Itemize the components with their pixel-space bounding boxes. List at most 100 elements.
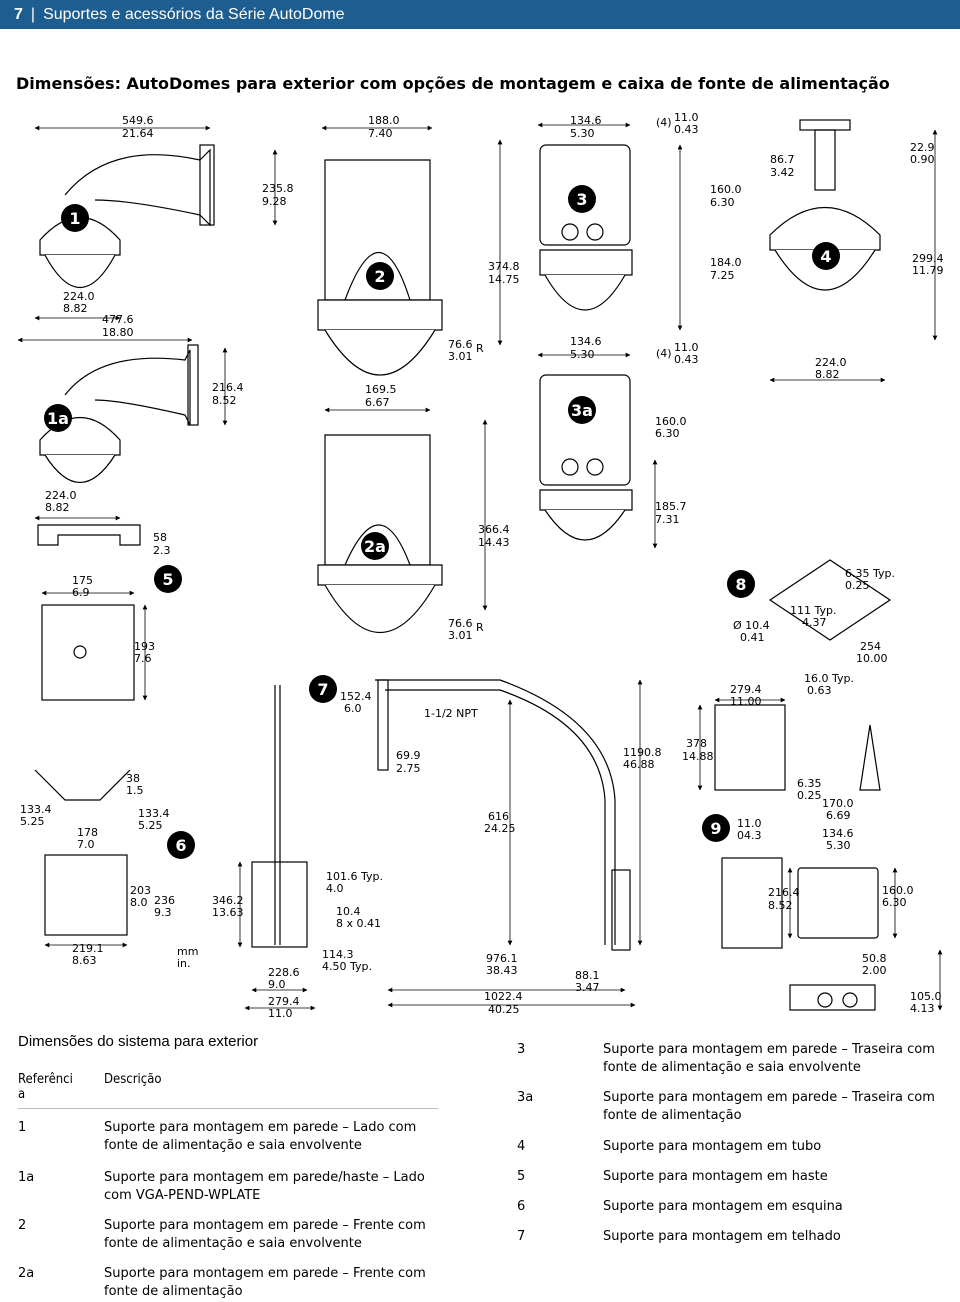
- ref-2a: 2a: [18, 1266, 35, 1281]
- ref-4: 4: [517, 1139, 526, 1154]
- dim-label: 203: [130, 884, 151, 897]
- dim-label: 04.3: [737, 829, 762, 842]
- dim-label: 8.52: [212, 394, 237, 407]
- dim-label: 5.30: [570, 348, 595, 361]
- units-in: in.: [177, 957, 191, 970]
- dim-label: 18.80: [102, 326, 134, 339]
- desc-2a: Suporte para montagem em parede – Frente…: [104, 1266, 426, 1299]
- dim-label: 86.7: [770, 153, 795, 166]
- header-separator: |: [30, 5, 36, 23]
- dim-label: 254: [860, 640, 881, 653]
- npt-label: 1-1/2 NPT: [424, 707, 478, 720]
- dim-label: 374.8: [488, 260, 520, 273]
- dim-label: 366.4: [478, 523, 510, 536]
- dim-label: 2.3: [153, 544, 171, 557]
- dim-label: 14.75: [488, 273, 520, 286]
- col-header-ref: Referênci a: [18, 1072, 73, 1102]
- dim-label: 216.4: [768, 886, 800, 899]
- dim-label: Ø 10.4: [733, 619, 770, 632]
- dim-label: 346.2: [212, 894, 244, 907]
- dim-label: 224.0: [63, 290, 95, 303]
- dim-label: 236: [154, 894, 175, 907]
- dim-label: 616: [488, 810, 509, 823]
- dim-label: 6.30: [655, 427, 680, 440]
- badge-1a: 1a: [47, 409, 69, 428]
- dim-label: 11.0: [737, 817, 762, 830]
- badge-8: 8: [735, 575, 746, 594]
- dimension-drawing: 1 1a 2 2a 3 3a 4 5 6 7 8 9 549.6 21.64 2…: [17, 111, 944, 1020]
- dim-label: 46.88: [623, 758, 655, 771]
- dim-label: 8.82: [63, 302, 88, 315]
- dim-label: 235.8: [262, 182, 294, 195]
- table-title: Dimensões do sistema para exterior: [18, 1033, 259, 1050]
- dim-label: 7.6: [134, 652, 152, 665]
- dim-label: 7.40: [368, 127, 393, 140]
- dim-label: 11.79: [912, 264, 944, 277]
- page-header: 7 | Suportes e acessórios da Série AutoD…: [0, 0, 960, 29]
- ref-1a: 1a: [18, 1170, 35, 1185]
- dim-label: 216.4: [212, 381, 244, 394]
- dim-label: 8.0: [130, 896, 148, 909]
- desc-7: Suporte para montagem em telhado: [603, 1229, 841, 1244]
- dim-label: 1.5: [126, 784, 144, 797]
- col-header-desc: Descrição: [104, 1072, 162, 1087]
- desc-6: Suporte para montagem em esquina: [603, 1199, 843, 1214]
- dim-label: 224.0: [45, 489, 77, 502]
- dim-label: 0.25: [797, 789, 822, 802]
- badge-5: 5: [162, 570, 173, 589]
- dim-label: 228.6: [268, 966, 300, 979]
- dim-label: (4): [656, 347, 672, 360]
- dim-label: 14.43: [478, 536, 510, 549]
- dim-label: 8.63: [72, 954, 97, 967]
- desc-1: Suporte para montagem em parede – Lado c…: [104, 1120, 417, 1153]
- dim-label: 549.6: [122, 114, 154, 127]
- dim-label: 2.75: [396, 762, 421, 775]
- dim-label: 8.52: [768, 899, 793, 912]
- dim-label: 4.0: [326, 882, 344, 895]
- chapter-title: Suportes e acessórios da Série AutoDome: [43, 5, 345, 23]
- dim-label: 101.6 Typ.: [326, 870, 383, 883]
- desc-3a: Suporte para montagem em parede – Trasei…: [603, 1090, 935, 1123]
- dim-label: 0.43: [674, 123, 699, 136]
- dim-label: 0.90: [910, 153, 935, 166]
- desc-1a: Suporte para montagem em parede/haste – …: [104, 1170, 425, 1203]
- units-mm: mm: [177, 945, 198, 958]
- dim-label: 8 x 0.41: [336, 917, 381, 930]
- ref-5: 5: [517, 1169, 526, 1184]
- dim-label: 378: [686, 737, 707, 750]
- dim-label: 13.63: [212, 906, 244, 919]
- dim-label: 5.25: [20, 815, 45, 828]
- dim-label: 24.25: [484, 822, 516, 835]
- dim-label: 3.01: [448, 629, 473, 642]
- desc-5: Suporte para montagem em haste: [603, 1169, 828, 1184]
- dim-label: 2.00: [862, 964, 887, 977]
- divider: [18, 1108, 438, 1109]
- dim-label: 134.6: [570, 114, 602, 127]
- dim-label: 299.4: [912, 252, 944, 265]
- dim-label: 0.41: [740, 631, 765, 644]
- dim-label: 0.63: [807, 684, 832, 697]
- dim-label: 224.0: [815, 356, 847, 369]
- dim-label: 9.28: [262, 195, 287, 208]
- desc-2: Suporte para montagem em parede – Frente…: [104, 1218, 426, 1251]
- dim-label: 134.6: [822, 827, 854, 840]
- dim-label: 38.43: [486, 964, 518, 977]
- dim-label: 5.30: [570, 127, 595, 140]
- dim-label: 76.6: [448, 338, 473, 351]
- dim-label: 976.1: [486, 952, 518, 965]
- dim-label: 40.25: [488, 1003, 520, 1016]
- dim-label: 9.0: [268, 978, 286, 991]
- dim-label: 38: [126, 772, 140, 785]
- page-heading: Dimensões: AutoDomes para exterior com o…: [16, 74, 890, 93]
- dim-label: 6.0: [344, 702, 362, 715]
- dim-label: 133.4: [20, 803, 52, 816]
- dim-label: R: [476, 342, 484, 355]
- dim-label: 58: [153, 531, 167, 544]
- badge-4: 4: [820, 247, 831, 266]
- dim-label: 3.42: [770, 166, 795, 179]
- desc-4: Suporte para montagem em tubo: [603, 1139, 822, 1154]
- dim-label: 11.00: [730, 695, 762, 708]
- ref-2: 2: [18, 1218, 27, 1233]
- badge-2: 2: [374, 267, 385, 286]
- dim-label: 6.30: [710, 196, 735, 209]
